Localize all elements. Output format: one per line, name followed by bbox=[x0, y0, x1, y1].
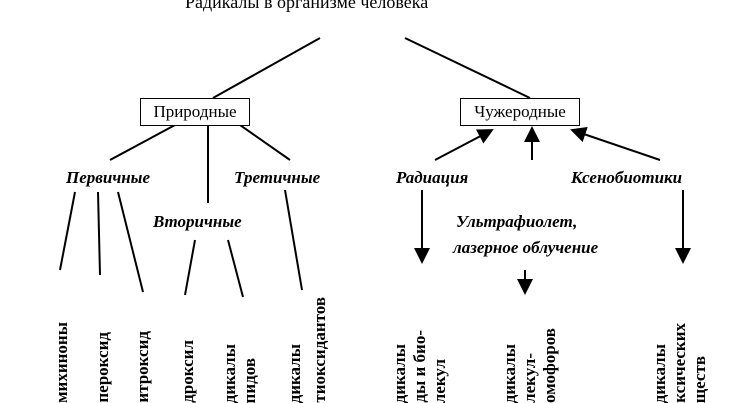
leaf-label: ды и био- bbox=[410, 330, 429, 403]
leaf-label: дикалы bbox=[500, 343, 519, 403]
leaf-label: пероксид bbox=[93, 332, 112, 403]
leaf-label: ксических bbox=[670, 323, 689, 403]
node-primary: Первичные bbox=[66, 168, 151, 187]
node-natural: Природные bbox=[140, 98, 250, 126]
leaf-label: омофоров bbox=[540, 327, 559, 403]
leaf-label: дикалы bbox=[285, 343, 304, 403]
node-radiation: Радиация bbox=[396, 168, 469, 187]
node-foreign: Чужеродные bbox=[460, 98, 580, 126]
leaf-label: дикалы bbox=[390, 343, 409, 403]
node-uv-line2: лазерное облучение bbox=[453, 238, 599, 257]
leaf-label: ществ bbox=[690, 355, 709, 403]
leaf-label: дикалы bbox=[220, 343, 239, 403]
leaf-label: лекул bbox=[430, 358, 449, 403]
node-uv-line1: Ультрафиолет, bbox=[456, 212, 578, 231]
node-tertiary: Третичные bbox=[234, 168, 321, 187]
leaf-label: дикалы bbox=[650, 343, 669, 403]
leaf-label: итроксид bbox=[133, 331, 152, 403]
leaf-label: михиноны bbox=[52, 321, 71, 403]
leaf-label: дроксил bbox=[178, 340, 197, 403]
node-xenobiotics: Ксенобиотики bbox=[571, 168, 683, 187]
leaf-label: лекул- bbox=[520, 353, 539, 403]
node-secondary: Вторичные bbox=[153, 212, 242, 231]
leaf-label: тиоксидантов bbox=[310, 297, 329, 403]
leaf-label: пидов bbox=[240, 357, 259, 403]
diagram-title: Радикалы в организме человека bbox=[185, 0, 429, 12]
